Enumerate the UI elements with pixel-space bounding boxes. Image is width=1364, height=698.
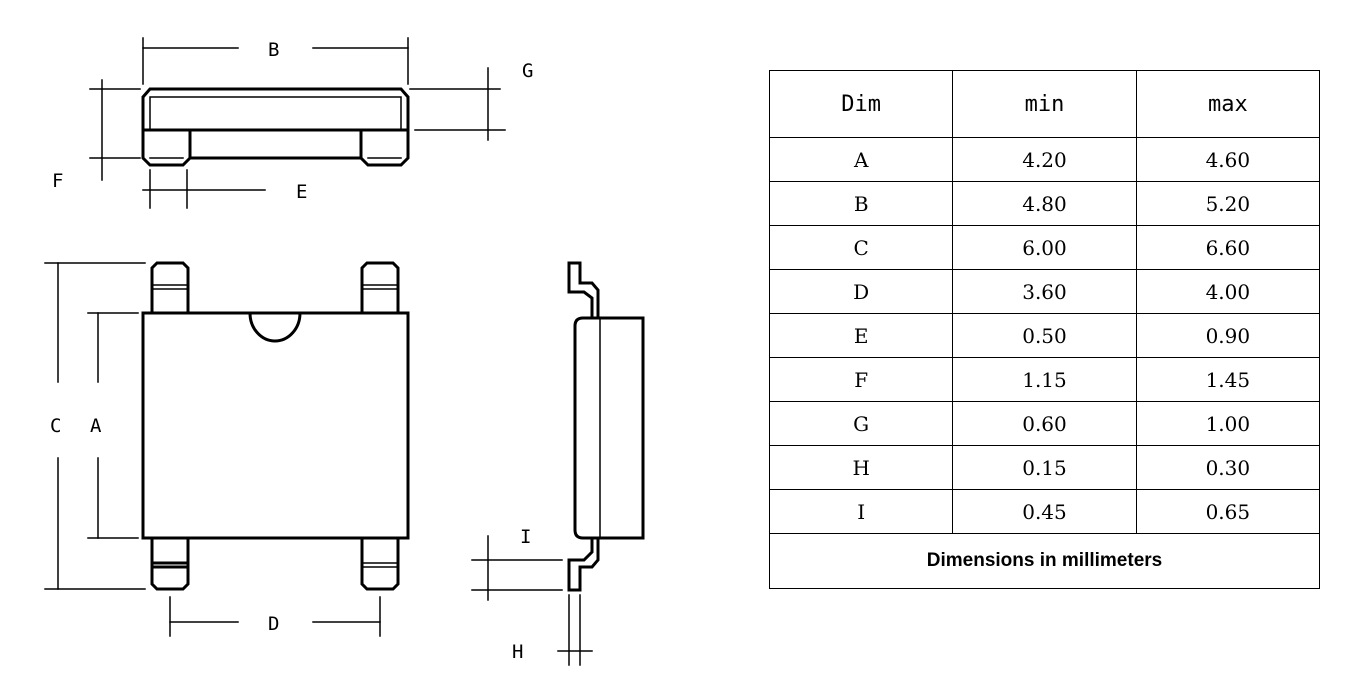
table-row: I 0.45 0.65 [768,489,1321,534]
cell-dim: D [768,269,954,314]
label-h: H [512,641,523,663]
header-dim: Dim [768,70,954,138]
cell-max: 0.65 [1135,489,1321,534]
cell-min: 0.50 [952,313,1137,358]
label-d: D [268,613,279,635]
cell-max: 0.30 [1135,445,1321,490]
table-row: G 0.60 1.00 [768,401,1321,446]
table-row: D 3.60 4.00 [768,269,1321,314]
table-row: H 0.15 0.30 [768,445,1321,490]
units-note: Dimensions in millimeters [769,533,1320,589]
cell-dim: C [768,225,954,270]
cell-min: 0.60 [952,401,1137,446]
cell-max: 4.00 [1135,269,1321,314]
table-footer-row: Dimensions in millimeters [769,533,1320,589]
table-row: B 4.80 5.20 [768,181,1321,226]
header-max: max [1135,70,1321,138]
cell-max: 1.00 [1135,401,1321,446]
package-outline-drawing: B G F E C A D I H [44,37,645,666]
header-min: min [952,70,1137,138]
cell-min: 4.80 [952,181,1137,226]
cell-max: 0.90 [1135,313,1321,358]
cell-dim: I [768,489,954,534]
cell-min: 4.20 [952,137,1137,182]
dimension-table: Dim min max A 4.20 4.60 B 4.80 5.20 C 6.… [768,70,1321,589]
table-row: E 0.50 0.90 [768,313,1321,358]
label-g: G [522,60,533,82]
cell-max: 5.20 [1135,181,1321,226]
cell-dim: E [768,313,954,358]
label-a: A [90,415,102,437]
plan-view [141,261,410,591]
cell-min: 0.15 [952,445,1137,490]
cell-min: 3.60 [952,269,1137,314]
cell-dim: G [768,401,954,446]
cell-dim: F [768,357,954,402]
label-f: F [52,170,63,192]
cell-max: 6.60 [1135,225,1321,270]
label-c: C [50,415,61,437]
cell-min: 6.00 [952,225,1137,270]
side-view [567,261,645,592]
cell-min: 1.15 [952,357,1137,402]
cell-max: 1.45 [1135,357,1321,402]
label-b: B [268,39,279,61]
cell-max: 4.60 [1135,137,1321,182]
table-row: C 6.00 6.60 [768,225,1321,270]
label-i: I [520,526,531,548]
cell-dim: H [768,445,954,490]
table-row: F 1.15 1.45 [768,357,1321,402]
table-row: A 4.20 4.60 [768,137,1321,182]
table-header-row: Dim min max [768,70,1321,138]
label-e: E [296,181,307,203]
end-view [141,87,410,167]
cell-min: 0.45 [952,489,1137,534]
cell-dim: B [768,181,954,226]
cell-dim: A [768,137,954,182]
